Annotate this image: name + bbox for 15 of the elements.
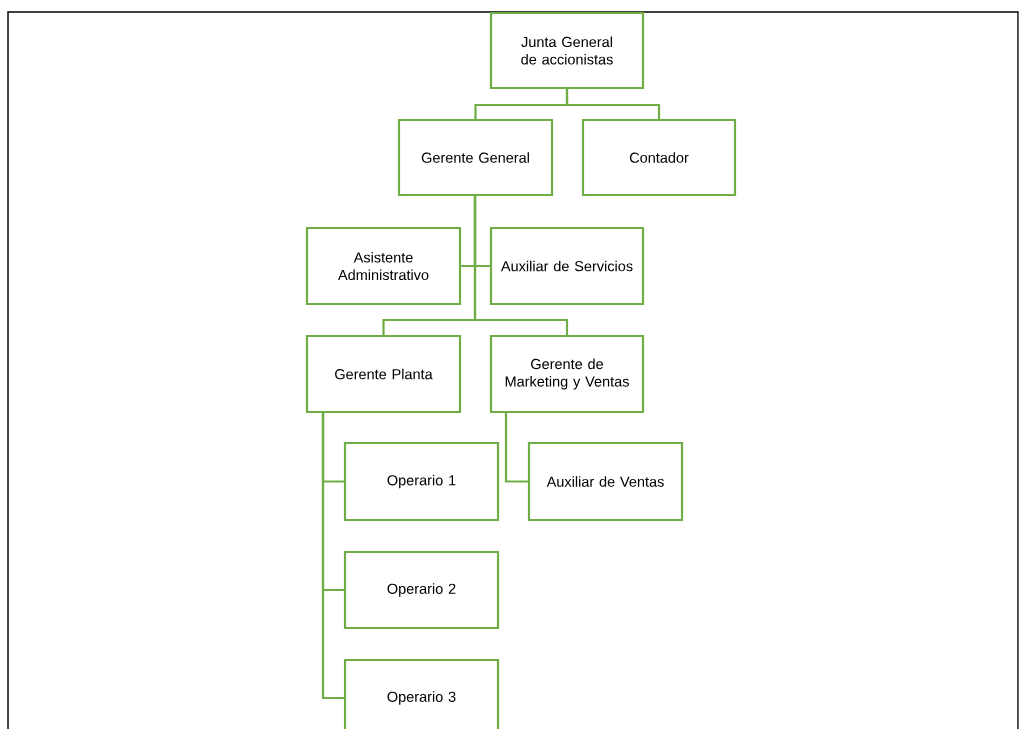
- connector-line: [565, 88, 661, 119]
- org-box: Asistente Administrativo: [305, 226, 462, 306]
- org-box: Auxiliar de Ventas: [527, 441, 684, 522]
- org-box: Auxiliar de Servicios: [489, 226, 645, 306]
- org-box: Operario 3: [343, 658, 500, 729]
- org-box: Operario 1: [343, 441, 500, 522]
- org-box: Gerente Planta: [305, 334, 462, 414]
- org-box: Junta General de accionistas: [489, 11, 645, 90]
- org-box: Gerente de Marketing y Ventas: [489, 334, 645, 414]
- org-box: Contador: [581, 118, 737, 197]
- org-box: Gerente General: [397, 118, 554, 197]
- connector-line: [504, 412, 528, 483]
- connector-line: [473, 195, 569, 335]
- connector-line: [321, 412, 344, 700]
- org-box: Operario 2: [343, 550, 500, 630]
